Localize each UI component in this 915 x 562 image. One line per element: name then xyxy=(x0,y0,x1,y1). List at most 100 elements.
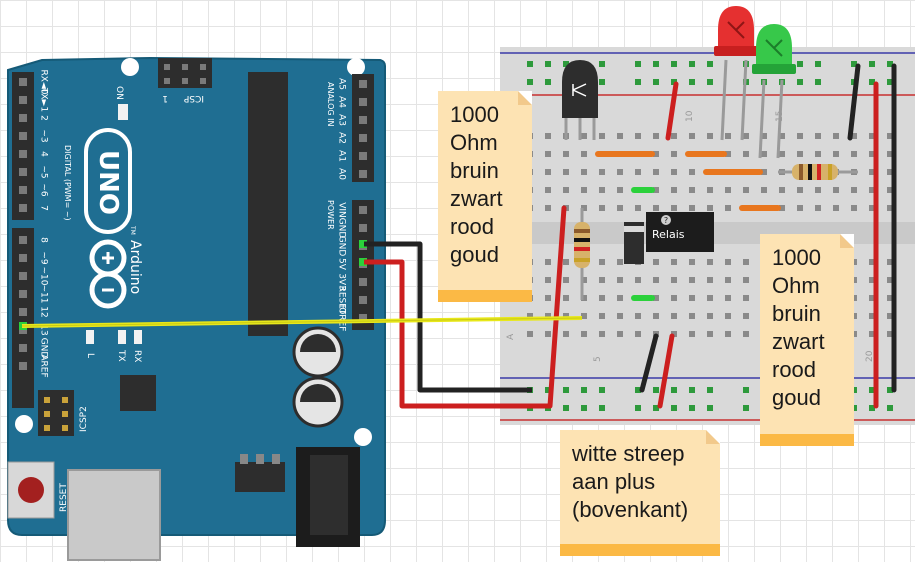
rail-hole xyxy=(851,405,857,411)
breadboard-hole xyxy=(869,277,875,283)
note-fold xyxy=(518,91,532,105)
header-pin xyxy=(359,98,367,106)
pin-label: RX◄0 xyxy=(39,69,49,94)
rail-hole xyxy=(851,61,857,67)
breadboard-hole xyxy=(869,187,875,193)
icsp-pin xyxy=(164,64,170,70)
icsp2-pin xyxy=(62,397,68,403)
breadboard-hole xyxy=(725,295,731,301)
transistor xyxy=(562,60,598,140)
breadboard-hole xyxy=(707,187,713,193)
note-line: rood xyxy=(450,214,495,239)
breadboard-hole xyxy=(707,313,713,319)
breadboard-hole xyxy=(743,295,749,301)
breadboard-hole xyxy=(707,133,713,139)
pin-label: GND xyxy=(337,218,347,239)
breadboard-hole xyxy=(599,295,605,301)
breadboard-hole xyxy=(581,187,587,193)
breadboard-hole xyxy=(887,313,893,319)
breadboard-hole xyxy=(653,313,659,319)
breadboard-hole xyxy=(689,331,695,337)
breadboard-hole xyxy=(653,133,659,139)
breadboard-hole xyxy=(833,151,839,157)
reset-label: RESET xyxy=(59,483,69,512)
breadboard-hole xyxy=(527,313,533,319)
reset-button[interactable] xyxy=(18,477,44,503)
rail-hole xyxy=(581,387,587,393)
breadboard-hole xyxy=(851,187,857,193)
breadboard-hole xyxy=(671,151,677,157)
pin-label: ~9 xyxy=(39,251,49,265)
header-pin xyxy=(19,290,27,298)
breadboard-hole xyxy=(545,259,551,265)
breadboard-hole xyxy=(653,277,659,283)
pin-label: ~6 xyxy=(39,183,49,197)
arduino-infinity-logo xyxy=(89,239,127,309)
arduino-trademark: TM xyxy=(129,225,136,235)
breadboard-hole xyxy=(743,133,749,139)
breadboard-hole xyxy=(851,313,857,319)
header-pin xyxy=(359,296,367,304)
breadboard-hole xyxy=(761,151,767,157)
mounting-hole xyxy=(15,415,33,433)
breadboard-hole xyxy=(689,169,695,175)
breadboard-hole xyxy=(851,295,857,301)
breadboard-hole xyxy=(599,331,605,337)
usb-controller-chip xyxy=(120,375,156,411)
breadboard-hole xyxy=(851,151,857,157)
breadboard-hole xyxy=(887,331,893,337)
breadboard-hole xyxy=(869,295,875,301)
breadboard-hole xyxy=(707,331,713,337)
icsp-pin xyxy=(200,78,206,84)
pin-label: TX►1 xyxy=(39,87,49,112)
rail-hole xyxy=(869,61,875,67)
breadboard-hole xyxy=(581,133,587,139)
breadboard-hole xyxy=(689,133,695,139)
pin-label: ~11 xyxy=(39,285,49,304)
rail-hole xyxy=(887,387,893,393)
icsp2-pin xyxy=(44,411,50,417)
breadboard-hole xyxy=(653,187,659,193)
breadboard-wires xyxy=(547,63,897,409)
breadboard-hole xyxy=(815,205,821,211)
breadboard-hole xyxy=(725,205,731,211)
rail-hole xyxy=(581,405,587,411)
rail-hole xyxy=(653,387,659,393)
header-pin xyxy=(19,204,27,212)
rail-hole xyxy=(653,61,659,67)
breadboard-hole xyxy=(563,331,569,337)
breadboard-hole xyxy=(599,169,605,175)
power-label: POWER xyxy=(326,200,335,230)
icsp2-pin xyxy=(44,425,50,431)
note-resistor-right: 1000 Ohm bruin zwart rood goud xyxy=(760,234,854,446)
column-number-5: 5 xyxy=(593,356,603,362)
relay: ? Relais xyxy=(646,212,714,252)
note-line: rood xyxy=(772,357,817,382)
icsp2-pin xyxy=(62,411,68,417)
breadboard-hole xyxy=(887,277,893,283)
breadboard-hole xyxy=(779,187,785,193)
rail-hole xyxy=(851,387,857,393)
breadboard-hole xyxy=(599,259,605,265)
rail-hole xyxy=(635,387,641,393)
breadboard-hole xyxy=(869,331,875,337)
pin-label: RESET xyxy=(337,286,347,315)
breadboard-hole xyxy=(617,205,623,211)
breadboard-hole xyxy=(869,313,875,319)
breadboard-hole xyxy=(671,331,677,337)
breadboard-hole xyxy=(563,187,569,193)
digital-header-bottom xyxy=(12,228,34,408)
breadboard-hole xyxy=(779,151,785,157)
analog-header xyxy=(352,74,374,182)
breadboard-hole xyxy=(653,295,659,301)
breadboard-hole xyxy=(653,259,659,265)
breadboard-hole xyxy=(743,277,749,283)
note-line: aan plus xyxy=(572,469,656,494)
breadboard-hole xyxy=(851,205,857,211)
rail-hole xyxy=(707,61,713,67)
pin-label: A1 xyxy=(337,150,347,162)
rail-hole xyxy=(563,405,569,411)
breadboard-hole xyxy=(599,205,605,211)
rail-hole xyxy=(563,61,569,67)
note-strip xyxy=(760,434,854,446)
